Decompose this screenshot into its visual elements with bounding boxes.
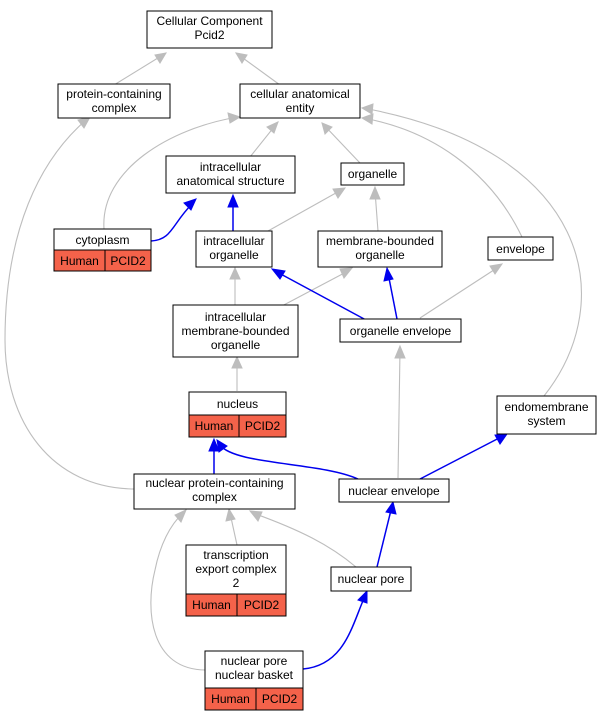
edge-ne-es bbox=[419, 435, 504, 480]
node-label: membrane-bounded bbox=[326, 234, 434, 248]
edge-oe-env bbox=[419, 265, 501, 319]
gene-badge bbox=[255, 687, 304, 711]
species-label: Human bbox=[192, 598, 231, 612]
edge-oe-mbo bbox=[387, 272, 398, 320]
node-label: nuclear envelope bbox=[348, 484, 440, 498]
node-nucleus[interactable]: nucleus Human PCID2 bbox=[188, 391, 287, 438]
edge-ne-nuc bbox=[219, 444, 359, 480]
node-label: complex bbox=[92, 101, 137, 115]
edge-oe-io bbox=[276, 271, 367, 321]
node-nuclear-envelope[interactable]: nuclear envelope bbox=[338, 478, 450, 503]
node-cellular-anatomical-entity[interactable]: cellular anatomical entity bbox=[239, 83, 361, 119]
species-label: Human bbox=[60, 254, 99, 268]
node-label: 2 bbox=[233, 576, 240, 590]
edge-cyto-cae bbox=[103, 116, 239, 230]
gene-label: PCID2 bbox=[245, 419, 281, 433]
edge-env-cae bbox=[362, 117, 523, 238]
node-membrane-bounded-organelle[interactable]: membrane-bounded organelle bbox=[317, 230, 443, 268]
node-label: endomembrane bbox=[504, 400, 588, 414]
node-label: export complex bbox=[195, 562, 276, 576]
node-label: envelope bbox=[496, 242, 545, 256]
node-cytoplasm[interactable]: cytoplasm Human PCID2 bbox=[53, 228, 152, 272]
node-label: nuclear basket bbox=[215, 668, 294, 682]
node-intracellular-anatomical-structure[interactable]: intracellular anatomical structure bbox=[165, 155, 296, 194]
node-label: organelle envelope bbox=[350, 324, 452, 338]
node-transcription-export-complex-2[interactable]: transcription export complex 2 Human PCI… bbox=[185, 544, 287, 617]
edge-es-cae bbox=[362, 107, 582, 397]
gene-label: PCID2 bbox=[262, 692, 298, 706]
edge-npcc-pcc bbox=[4, 119, 137, 490]
node-nuclear-pore[interactable]: nuclear pore bbox=[330, 566, 412, 592]
edge-cyto-ias bbox=[150, 203, 193, 242]
species-label: Human bbox=[195, 419, 234, 433]
node-label: transcription bbox=[203, 548, 268, 562]
node-endomembrane-system[interactable]: endomembrane system bbox=[496, 395, 597, 435]
gene-badge bbox=[238, 414, 287, 438]
node-label: protein-containing bbox=[66, 87, 161, 101]
annotation-badge: Human PCID2 bbox=[204, 687, 304, 711]
edges bbox=[4, 52, 582, 671]
node-label: cytoplasm bbox=[75, 233, 129, 247]
node-label: anatomical structure bbox=[176, 174, 284, 188]
node-label: nucleus bbox=[217, 397, 258, 411]
edge-np-ne bbox=[376, 505, 393, 568]
node-label: nuclear protein-containing bbox=[145, 476, 283, 490]
gene-badge bbox=[104, 249, 152, 272]
node-label: organelle bbox=[355, 248, 405, 262]
node-protein-containing-complex[interactable]: protein-containing complex bbox=[57, 83, 171, 119]
node-label: system bbox=[527, 414, 565, 428]
node-label: cellular anatomical bbox=[250, 87, 349, 101]
node-label: nuclear pore bbox=[221, 654, 288, 668]
node-label: intracellular bbox=[205, 310, 266, 324]
edge-npnb-npcc bbox=[150, 512, 207, 671]
node-label: complex bbox=[192, 490, 237, 504]
node-label: nuclear pore bbox=[338, 572, 405, 586]
annotation-badge: Human PCID2 bbox=[188, 414, 287, 438]
node-envelope[interactable]: envelope bbox=[487, 236, 554, 261]
node-nuclear-pore-nuclear-basket[interactable]: nuclear pore nuclear basket Human PCID2 bbox=[204, 650, 304, 711]
node-label: organelle bbox=[211, 338, 261, 352]
node-label: entity bbox=[286, 101, 315, 115]
node-label: intracellular bbox=[200, 160, 261, 174]
node-label: Pcid2 bbox=[194, 28, 224, 42]
gene-label: PCID2 bbox=[110, 254, 146, 268]
gene-label: PCID2 bbox=[244, 598, 280, 612]
edge-imbo-mbo bbox=[279, 269, 351, 308]
node-intracellular-organelle[interactable]: intracellular organelle bbox=[195, 230, 273, 268]
node-cellular-component[interactable]: Cellular Component Pcid2 bbox=[146, 10, 273, 49]
edge-np-npcc bbox=[252, 512, 357, 568]
edge-ne-oe bbox=[397, 349, 401, 479]
node-label: intracellular bbox=[203, 234, 264, 248]
annotation-badge: Human PCID2 bbox=[185, 593, 287, 617]
node-organelle[interactable]: organelle bbox=[340, 162, 405, 186]
node-label: Cellular Component bbox=[156, 14, 263, 28]
node-nuclear-protein-containing-complex[interactable]: nuclear protein-containing complex bbox=[133, 473, 296, 510]
annotation-badge: Human PCID2 bbox=[53, 249, 152, 272]
node-label: membrane-bounded bbox=[181, 324, 289, 338]
node-intracellular-membrane-bounded-organelle[interactable]: intracellular membrane-bounded organelle bbox=[172, 304, 299, 358]
edge-npnb-np bbox=[302, 595, 366, 670]
edge-io-org bbox=[267, 188, 344, 232]
gene-badge bbox=[236, 593, 287, 617]
node-label: organelle bbox=[348, 167, 398, 181]
nodes: Cellular Component Pcid2 protein-contain… bbox=[53, 10, 597, 711]
node-label: organelle bbox=[209, 248, 259, 262]
species-label: Human bbox=[211, 692, 250, 706]
node-organelle-envelope[interactable]: organelle envelope bbox=[339, 318, 462, 343]
